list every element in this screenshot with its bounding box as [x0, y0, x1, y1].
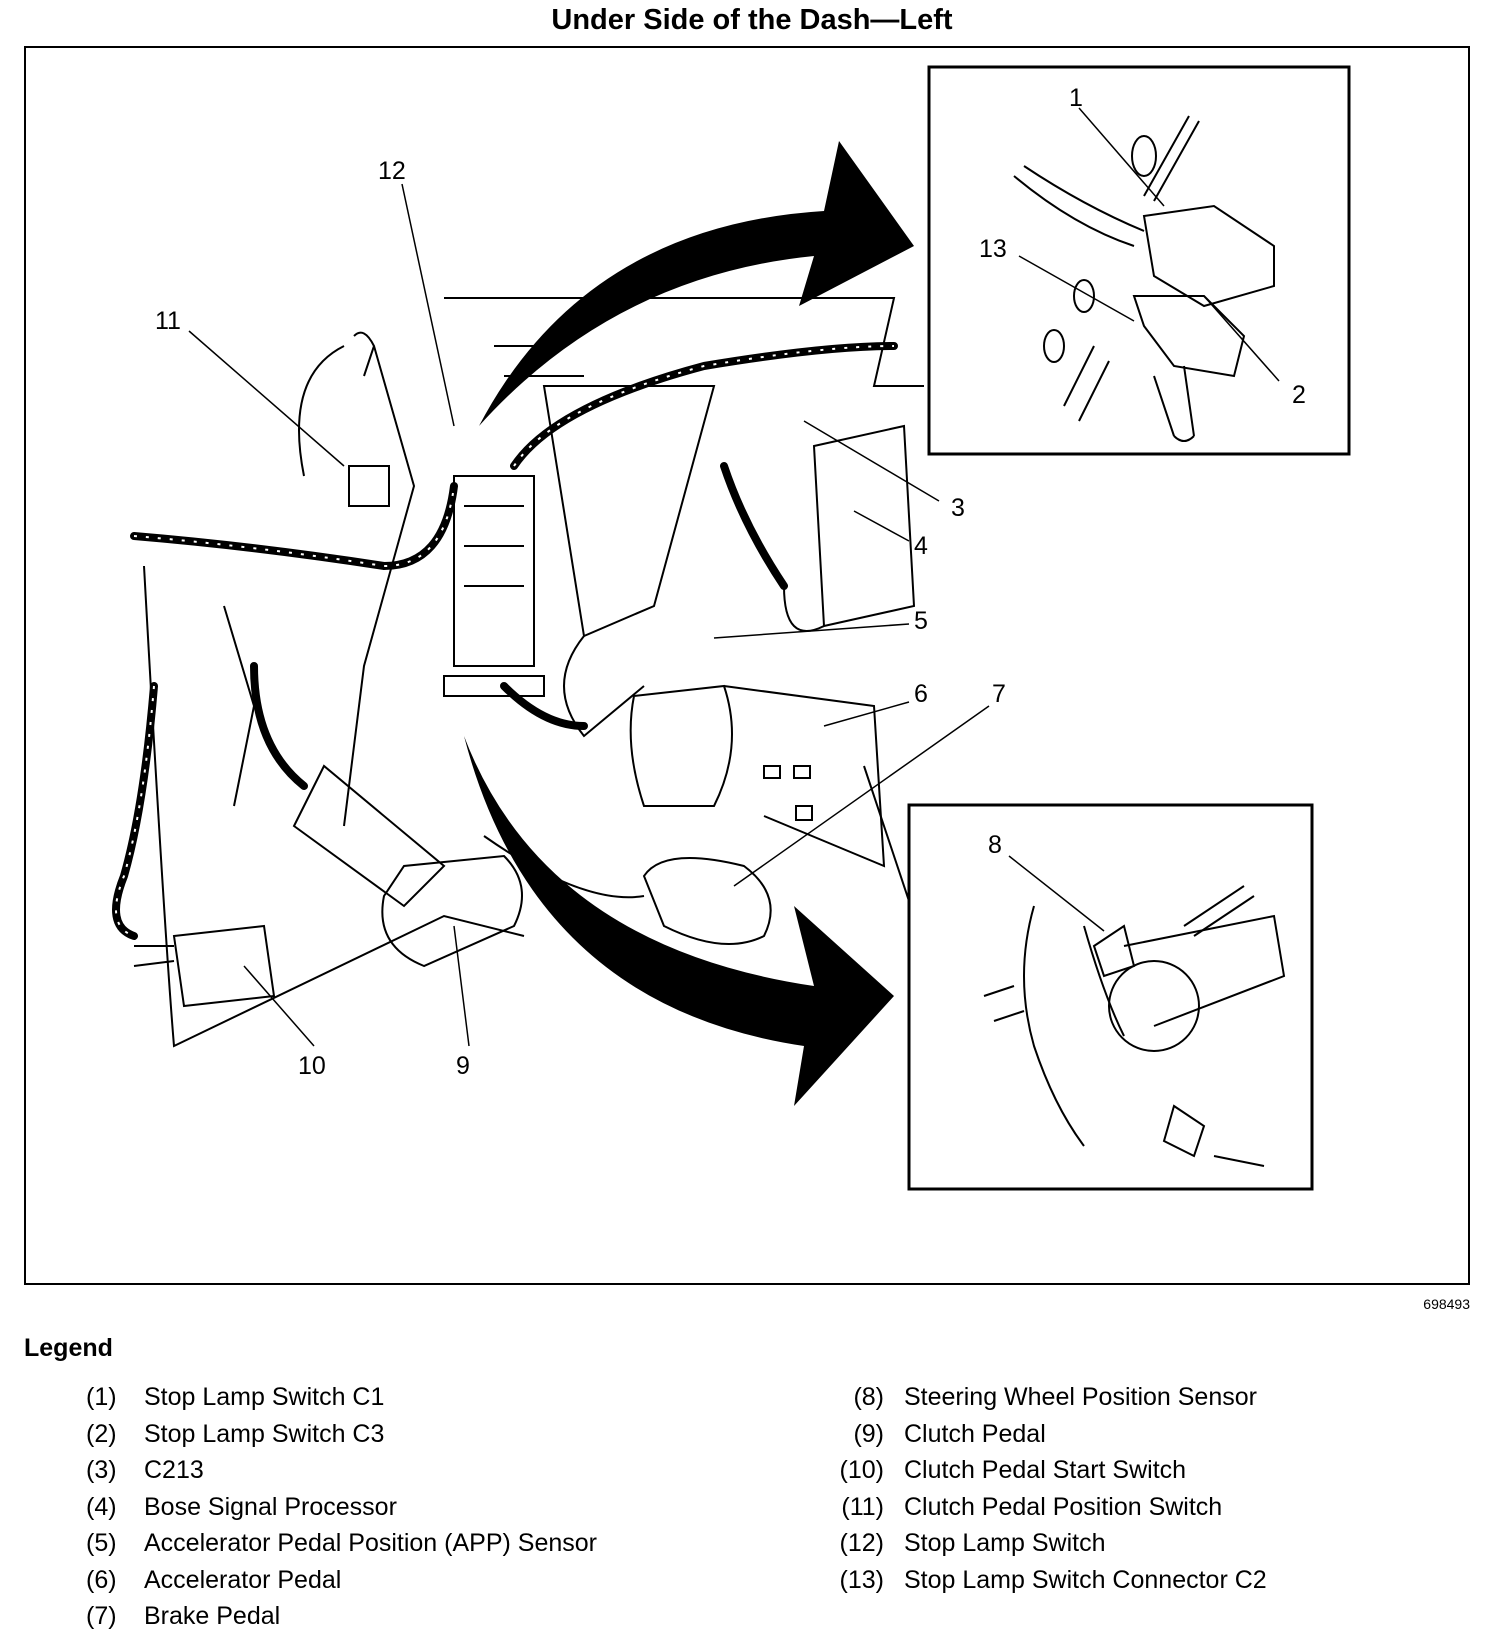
callout-1: 1 [1069, 84, 1083, 112]
legend-number: (2) [86, 1419, 117, 1448]
upper-callout-arrow [479, 141, 914, 426]
legend-item: (9) Clutch Pedal [828, 1420, 1267, 1457]
wiring-harness [112, 342, 898, 940]
callout-8: 8 [988, 831, 1002, 859]
legend-label: Clutch Pedal Start Switch [904, 1456, 1187, 1484]
legend-number: (8) [853, 1383, 884, 1411]
legend-item: (3) C213 [86, 1456, 597, 1493]
legend-item: (10) Clutch Pedal Start Switch [828, 1456, 1267, 1493]
legend-label: Accelerator Pedal [144, 1565, 342, 1594]
legend-column-right: (8) Steering Wheel Position Sensor (9) Clu… [828, 1383, 1267, 1602]
legend-number: (6) [86, 1565, 117, 1594]
legend-number: (5) [86, 1529, 117, 1557]
legend-label: Accelerator Pedal Position (APP) Sensor [144, 1529, 597, 1557]
legend-label: Bose Signal Processor [144, 1492, 397, 1521]
legend-number: (3) [86, 1456, 117, 1484]
diagram-title: Under Side of the Dash—Left [551, 4, 953, 36]
legend-number: (12) [839, 1529, 884, 1557]
legend-number: (7) [86, 1602, 117, 1630]
legend-heading: Legend [24, 1334, 113, 1362]
legend-label: Stop Lamp Switch C1 [144, 1383, 385, 1411]
legend-number: (10) [839, 1456, 884, 1484]
callout-5: 5 [914, 607, 928, 635]
callout-13: 13 [979, 235, 1007, 263]
inset-stop-lamp-linework [1013, 115, 1275, 442]
diagram-illustration: 1 2 3 4 5 6 7 8 9 10 11 12 13 [24, 46, 1470, 1285]
legend-column-left: (1) Stop Lamp Switch C1 (2) Stop Lamp Swit… [86, 1383, 597, 1639]
legend-label: Clutch Pedal [904, 1419, 1046, 1448]
legend-item: (1) Stop Lamp Switch C1 [86, 1383, 597, 1420]
legend-label: Clutch Pedal Position Switch [904, 1492, 1223, 1521]
diagram-frame [24, 46, 1470, 1285]
legend-number: (1) [86, 1383, 117, 1411]
legend-item: (5) Accelerator Pedal Position (APP) Sens… [86, 1529, 597, 1566]
legend-item: (13) Stop Lamp Switch Connector C2 [828, 1566, 1267, 1603]
legend-label: Stop Lamp Switch C3 [144, 1419, 385, 1448]
callout-2: 2 [1292, 381, 1306, 409]
legend-item: (7) Brake Pedal [86, 1602, 597, 1639]
legend-number: (13) [839, 1565, 884, 1594]
callout-leaders [188, 107, 1280, 1047]
legend-label: Brake Pedal [144, 1602, 281, 1630]
callout-10: 10 [298, 1052, 326, 1080]
lower-callout-arrow [464, 736, 894, 1106]
callout-7: 7 [992, 680, 1006, 708]
callout-4: 4 [914, 532, 928, 560]
figure-id: 698493 [1423, 1296, 1470, 1312]
legend-number: (11) [841, 1492, 884, 1521]
legend-label: Steering Wheel Position Sensor [904, 1383, 1257, 1411]
dash-linework [133, 297, 925, 1048]
callout-12: 12 [378, 157, 406, 185]
callout-labels: 1 2 3 4 5 6 7 8 9 10 11 12 13 [155, 84, 1306, 1080]
legend-label: C213 [144, 1456, 204, 1484]
legend-item: (2) Stop Lamp Switch C3 [86, 1420, 597, 1457]
legend-number: (4) [86, 1492, 117, 1521]
legend-item: (8) Steering Wheel Position Sensor [828, 1383, 1267, 1420]
legend-item: (4) Bose Signal Processor [86, 1493, 597, 1530]
inset-stop-lamp-switch [927, 65, 1351, 456]
callout-9: 9 [456, 1052, 470, 1080]
legend-item: (6) Accelerator Pedal [86, 1566, 597, 1603]
callout-6: 6 [914, 680, 928, 708]
legend-label: Stop Lamp Switch [904, 1529, 1106, 1557]
legend-item: (11) Clutch Pedal Position Switch [828, 1493, 1267, 1530]
harness-wrap [115, 345, 895, 937]
callout-3: 3 [951, 494, 965, 522]
callout-11: 11 [155, 307, 181, 335]
inset-steering-linework [983, 885, 1286, 1167]
legend-label: Stop Lamp Switch Connector C2 [904, 1565, 1267, 1594]
legend-number: (9) [853, 1419, 884, 1448]
legend-item: (12) Stop Lamp Switch [828, 1529, 1267, 1566]
